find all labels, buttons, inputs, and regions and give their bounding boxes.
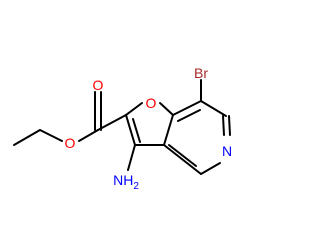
- bond-c6-n5-a: [222, 115, 225, 136]
- bond-c7a-c7-inner: [177, 109, 201, 122]
- atom-nitrogen-pyridine: N: [222, 143, 232, 159]
- bond-c7-c6: [200, 100, 227, 117]
- bond-oring-c7a: [159, 102, 174, 116]
- bond-carbonyl-c2: [97, 114, 127, 131]
- bond-c4-c3a-inner: [168, 144, 197, 167]
- bond-c2-c3: [125, 114, 136, 146]
- bond-c3a-c7a: [163, 114, 174, 146]
- bond-c6-n5-b: [228, 115, 231, 136]
- atom-oxygen-furan: O: [146, 95, 157, 111]
- bond-c7a-c7: [172, 100, 202, 116]
- amino-subscript-2: 2: [133, 181, 139, 192]
- bond-layer: [13, 79, 231, 175]
- molecule-structure: Br O O O N NH2: [13, 65, 233, 192]
- amino-nh-text: NH: [113, 172, 133, 188]
- bond-c2-oring: [125, 102, 143, 116]
- atom-label-layer: Br O O O N NH2: [65, 65, 233, 192]
- bond-c2-c3-inner: [132, 118, 141, 143]
- bond-c4-c3a: [163, 144, 202, 175]
- atom-oxygen-carbonyl: O: [93, 77, 104, 93]
- structure-canvas: Br O O O N NH2: [13, 65, 233, 192]
- bond-methyl-ch2: [13, 129, 41, 146]
- bond-ch2-oester: [39, 129, 63, 142]
- bond-c3-nh2: [127, 144, 136, 171]
- amino-group-label: NH2: [113, 172, 139, 192]
- bond-n5-c4: [200, 162, 221, 175]
- bond-oester-carbonyl: [78, 129, 99, 142]
- atom-oxygen-ester: O: [65, 135, 76, 151]
- atom-bromine: Br: [194, 65, 208, 81]
